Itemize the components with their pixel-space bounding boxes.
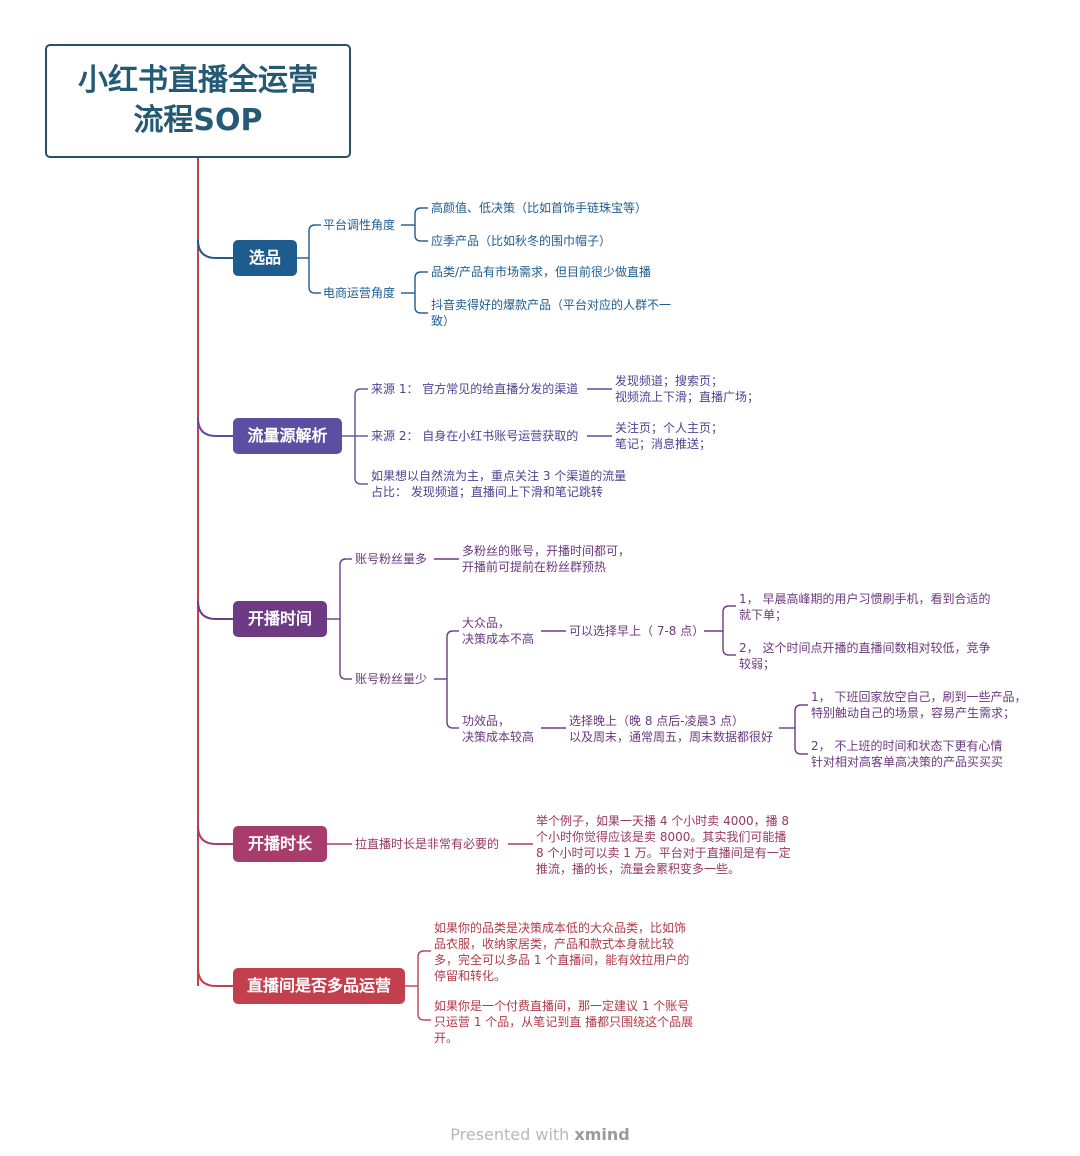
selection-platform-angle[interactable]: 平台调性角度: [323, 218, 396, 232]
st-mass-reasons-spine: [722, 605, 730, 656]
trunk-to-multi: [197, 967, 233, 987]
multi-product-mass-advice[interactable]: 如果你的品类是决策成本低的大众品类，比如饰 品衣服，收纳家居类，产品和款式本身就…: [434, 921, 690, 983]
duration-necessity[interactable]: 拉直播时长是非常有必要的: [355, 837, 500, 851]
mass-product-reason-2[interactable]: 2， 这个时间点开播的直播间数相对较低，竞争 较弱；: [739, 641, 991, 671]
sel-spine: [308, 224, 316, 294]
start-time-many-fans[interactable]: 账号粉丝量多: [355, 552, 428, 566]
selection-platform-item-2[interactable]: 应季产品（比如秋冬的围巾帽子）: [431, 234, 612, 248]
traffic-source-1[interactable]: 来源 1： 官方常见的给直播分发的渠道: [371, 382, 579, 396]
trunk-to-selection: [197, 239, 233, 259]
footer-credit: Presented with xmind: [0, 1125, 1080, 1144]
selection-platform-item-1[interactable]: 高颜值、低决策（比如首饰手链珠宝等）: [431, 201, 648, 215]
branch-live-duration[interactable]: 开播时长: [233, 826, 327, 862]
func-product-choice[interactable]: 选择晚上（晚 8 点后-凌晨3 点） 以及周末，通常周五，周末数据都很好: [569, 714, 774, 744]
sel-plat-spine: [414, 207, 422, 242]
func-product-reason-1[interactable]: 1， 下班回家放空自己，刷到一些产品， 特别触动自己的场景，容易产生需求；: [811, 690, 1027, 720]
trunk-to-traffic: [197, 417, 233, 437]
footer-prefix: Presented with: [450, 1125, 575, 1144]
duration-example[interactable]: 举个例子，如果一天播 4 个小时卖 4000，播 8 个小时你觉得应该是卖 80…: [536, 814, 791, 876]
few-fans-mass-product[interactable]: 大众品， 决策成本不高: [462, 616, 535, 646]
traffic-natural-focus[interactable]: 如果想以自然流为主，重点关注 3 个渠道的流量 占比： 发现频道；直播间上下滑和…: [371, 469, 627, 499]
trunk-to-start-time: [197, 600, 233, 620]
st-spine: [339, 558, 347, 680]
mass-product-reason-1[interactable]: 1， 早晨高峰期的用户习惯刷手机，看到合适的 就下单；: [739, 592, 991, 622]
branch-multi-product[interactable]: 直播间是否多品运营: [233, 968, 405, 1004]
multi-product-paid-advice[interactable]: 如果你是一个付费直播间，那一定建议 1 个账号 只运营 1 个品，从笔记到直 播…: [434, 999, 694, 1045]
root-topic[interactable]: 小红书直播全运营 流程SOP: [45, 44, 351, 158]
st-few-spine: [446, 630, 454, 729]
selection-ecom-angle[interactable]: 电商运营角度: [323, 286, 396, 300]
selection-ecom-item-1[interactable]: 品类/产品有市场需求，但目前很少做直播: [431, 265, 652, 279]
xmind-logo: xmind: [574, 1125, 630, 1144]
func-product-reason-2[interactable]: 2， 不上班的时间和状态下更有心情 针对相对高客单高决策的产品买买买: [811, 739, 1004, 769]
selection-ecom-item-2[interactable]: 抖音卖得好的爆款产品（平台对应的人群不一 致）: [431, 298, 672, 328]
sel-ecom-spine: [414, 271, 422, 314]
start-time-few-fans[interactable]: 账号粉丝量少: [355, 672, 428, 686]
branch-start-time[interactable]: 开播时间: [233, 601, 327, 637]
st-func-reasons-spine: [794, 704, 802, 755]
trunk-to-duration: [197, 825, 233, 845]
traffic-source-1-detail[interactable]: 发现频道；搜索页； 视频流上下滑；直播广场；: [615, 374, 760, 404]
few-fans-func-product[interactable]: 功效品， 决策成本较高: [462, 714, 535, 744]
branch-traffic-source[interactable]: 流量源解析: [233, 418, 342, 454]
traffic-source-2-detail[interactable]: 关注页；个人主页； 笔记；消息推送；: [615, 421, 724, 451]
traffic-source-2[interactable]: 来源 2： 自身在小红书账号运营获取的: [371, 429, 579, 443]
branch-selection[interactable]: 选品: [233, 240, 297, 276]
start-time-many-fans-detail[interactable]: 多粉丝的账号，开播时间都可， 开播前可提前在粉丝群预热: [462, 544, 631, 574]
multi-spine: [417, 950, 425, 1021]
mass-product-choice[interactable]: 可以选择早上（ 7-8 点）: [569, 624, 705, 638]
